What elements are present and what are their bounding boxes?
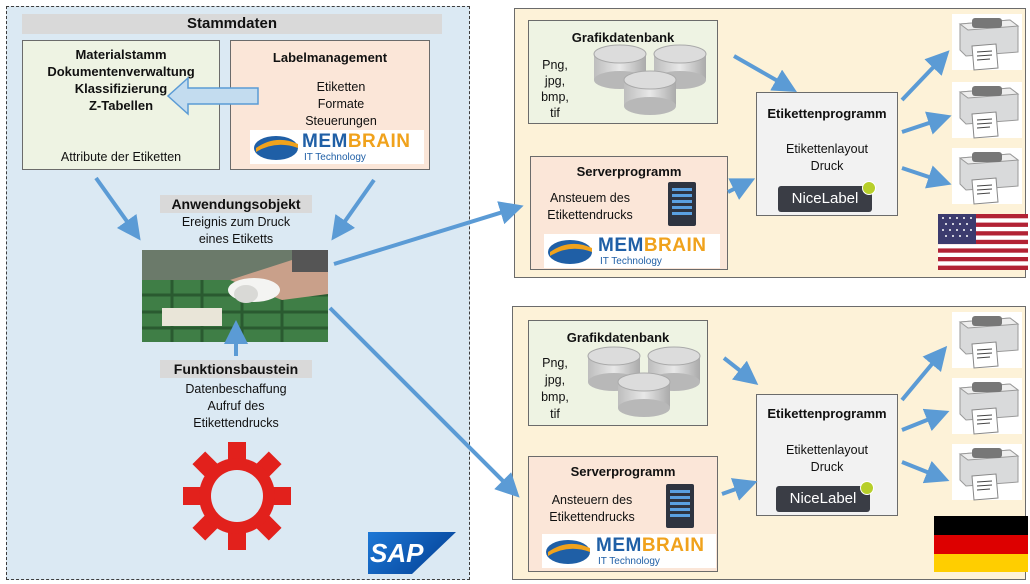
funktion-line-3: Etikettendrucks xyxy=(193,416,279,430)
format-png: Png, xyxy=(542,58,568,72)
druck-label: Druck xyxy=(810,159,844,173)
serverprogramm-title: Serverprogramm xyxy=(576,164,682,179)
anwendung-line-2: eines Etiketts xyxy=(198,232,274,246)
etikettenlayout-label-de: Etikettenlayout xyxy=(786,443,868,457)
membrain-mem: MEM xyxy=(302,131,348,152)
germany-flag-icon xyxy=(934,516,1028,572)
grafikdatenbank-title-de: Grafikdatenbank xyxy=(566,330,670,345)
membrain-logo-icon xyxy=(546,540,590,564)
server-line-1-de: Ansteuern des xyxy=(551,493,633,507)
membrain-sub: IT Technology xyxy=(600,256,662,267)
klassifizierung-label: Klassifizierung xyxy=(74,81,168,96)
format-jpg: jpg, xyxy=(544,74,566,88)
format-jpg-de: jpg, xyxy=(544,373,566,387)
membrain-logo-usa: MEMBRAIN IT Technology xyxy=(544,234,720,268)
etikettenprogramm-title-de: Etikettenprogramm xyxy=(767,406,887,421)
membrain-logo-germany: MEMBRAIN IT Technology xyxy=(542,534,716,568)
format-tif: tif xyxy=(550,106,560,120)
nicelabel-logo: NiceLabel xyxy=(776,481,874,512)
server-icon xyxy=(668,182,696,226)
server-icon xyxy=(666,484,694,528)
scanner-photo xyxy=(142,250,328,342)
anwendungsobjekt-title: Anwendungsobjekt xyxy=(160,195,312,213)
format-tif-de: tif xyxy=(550,407,560,421)
etiketten-label: Etiketten xyxy=(316,80,366,94)
membrain-logo-icon xyxy=(254,136,298,160)
anwendung-line-1: Ereignis zum Druck xyxy=(181,215,291,229)
materialstamm-box: Materialstamm Dokumentenverwaltung Klass… xyxy=(22,40,220,170)
database-icon xyxy=(593,44,707,115)
funktion-line-1: Datenbeschaffung xyxy=(185,382,287,396)
membrain-mem: MEM xyxy=(598,235,644,256)
etikettenlayout-label: Etikettenlayout xyxy=(786,142,868,156)
nicelabel-logo: NiceLabel xyxy=(778,181,876,212)
server-line-2-de: Etikettendrucks xyxy=(549,510,635,524)
format-png-de: Png, xyxy=(542,356,568,370)
membrain-logo-icon xyxy=(548,240,592,264)
gear-icon xyxy=(183,442,291,550)
scanner-photo-art xyxy=(142,250,328,342)
etikettenprogramm-title: Etikettenprogramm xyxy=(767,106,887,121)
druck-label-de: Druck xyxy=(810,460,844,474)
funktion-line-2: Aufruf des xyxy=(207,399,265,413)
membrain-brain: BRAIN xyxy=(641,535,705,556)
funktionsbaustein-title: Funktionsbaustein xyxy=(160,360,312,378)
membrain-brain: BRAIN xyxy=(643,235,707,256)
labelmanagement-title: Labelmanagement xyxy=(272,50,388,65)
membrain-mem: MEM xyxy=(596,535,642,556)
membrain-sub: IT Technology xyxy=(598,556,660,567)
membrain-logo: MEMBRAIN IT Technology xyxy=(250,130,424,164)
serverprogramm-title-de: Serverprogramm xyxy=(570,464,676,479)
server-line-1: Ansteuem des xyxy=(550,191,630,205)
dokumentenverwaltung-label: Dokumentenverwaltung xyxy=(47,64,195,79)
z-tabellen-label: Z-Tabellen xyxy=(88,98,154,113)
format-bmp: bmp, xyxy=(541,90,569,104)
materialstamm-label: Materialstamm xyxy=(75,47,167,62)
steuerungen-label: Steuerungen xyxy=(305,114,377,128)
server-line-2: Etikettendrucks xyxy=(547,208,633,222)
usa-flag-icon xyxy=(938,214,1028,270)
grafikdatenbank-title: Grafikdatenbank xyxy=(571,30,675,45)
stammdaten-header: Stammdaten xyxy=(22,14,442,34)
database-icon xyxy=(587,346,701,417)
attribute-label: Attribute der Etiketten xyxy=(60,150,182,164)
membrain-brain: BRAIN xyxy=(347,131,411,152)
nicelabel-text: NiceLabel xyxy=(789,490,857,507)
membrain-sub: IT Technology xyxy=(304,152,366,163)
nicelabel-text: NiceLabel xyxy=(791,190,859,207)
formate-label: Formate xyxy=(317,97,365,111)
sap-logo-text: SAP xyxy=(370,538,424,568)
format-bmp-de: bmp, xyxy=(541,390,569,404)
